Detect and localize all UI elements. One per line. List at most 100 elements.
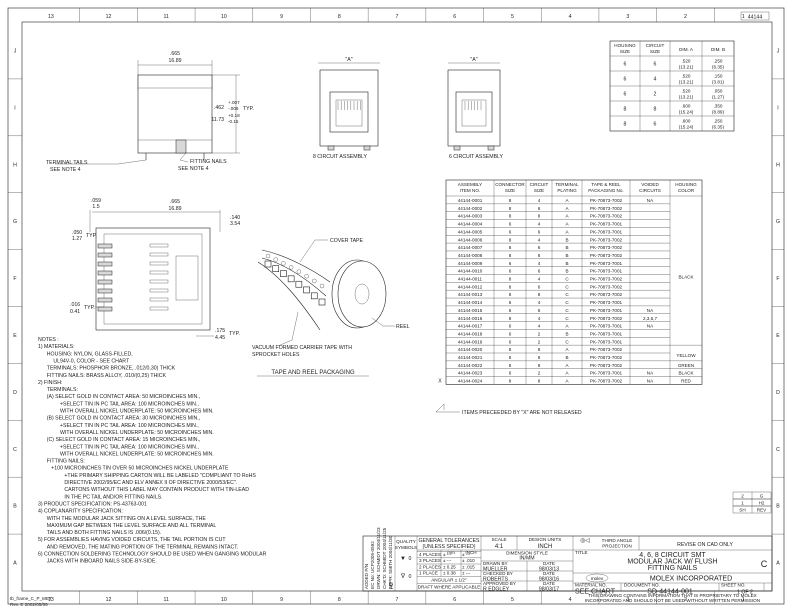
assy-table-cell: A: [565, 347, 569, 352]
assy-table-cell: 2: [538, 339, 541, 344]
zone-column-label: 1: [742, 597, 745, 603]
tolerance-places: 4 PLACES: [419, 552, 441, 557]
assy-table-cell: 44144-0005: [458, 229, 483, 234]
approval-date-label: DATE: [543, 581, 555, 586]
tape-cover-label: COVER TAPE: [330, 238, 363, 244]
dim-table-cell: 8: [624, 107, 627, 113]
dim-table-cell: 6: [654, 122, 657, 128]
tolerance-places: 1 PLACE: [419, 571, 438, 576]
note-line: JACKS WITH INBOARD NAILS SIDE-BY-SIDE.: [47, 559, 157, 565]
zone-row-label: C: [776, 447, 780, 453]
assy-table-cell: 44144-0009: [458, 261, 483, 266]
assy-table-cell: 44144-0002: [458, 206, 483, 211]
assy-table-cell: B: [565, 355, 568, 360]
zone-row-label: D: [13, 390, 17, 396]
sprocket-hole: [312, 278, 317, 284]
assy-table-cell: 44144-0007: [458, 245, 483, 250]
doc-number-tag: 44144: [748, 15, 763, 21]
dim-table-cell: (15.24): [679, 125, 694, 130]
zone-column-label: 13: [48, 14, 54, 20]
assy-table-cell: PK-70873-7001: [590, 261, 623, 266]
dim-table-cell: (1.27): [712, 95, 724, 100]
material-number: SEE CHART: [575, 589, 616, 596]
terminal-pad: [97, 306, 113, 312]
dim-table-cell: (6.35): [712, 125, 724, 130]
tolerance-places: 3 PLACES: [419, 558, 441, 563]
side-typ1: TYP.: [86, 233, 97, 239]
drawing-title: MODULAR JACK W/ FLUSH: [627, 559, 717, 566]
note-line: +SELECT TIN IN PC TAIL AREA: 100 MICROIN…: [60, 401, 199, 407]
drawing-title: FITTING NAILS: [648, 565, 698, 572]
assy-table-cell: A: [565, 371, 569, 376]
assy-table-cell: 6: [509, 339, 512, 344]
zone-column-label: 11: [164, 14, 169, 20]
dim-table-cell: .250: [714, 59, 723, 64]
assy-table-cell: 44144-0014: [458, 300, 483, 305]
assy-table-cell: PK-70873-7001: [590, 229, 623, 234]
dim-table-cell: .050: [714, 89, 723, 94]
assy-table-cell: 8: [538, 355, 541, 360]
carrier-pocket: [287, 275, 295, 283]
quality-symbol-value: 0: [409, 556, 412, 562]
assy-table-cell: 2: [538, 371, 541, 376]
assy-table-cell: 44144-0006: [458, 237, 483, 242]
assy-table-header: CIRCUITS: [639, 188, 661, 193]
zone-column-label: 2: [684, 597, 687, 603]
file-info-line1: tb_frame_C_P_MET: [10, 596, 52, 601]
caption-6-circuit: 6 CIRCUIT ASSEMBLY: [449, 154, 504, 160]
dim-table-cell: 2: [654, 92, 657, 98]
zone-row-label: H: [776, 162, 780, 168]
approval-role-label: APPROVED BY: [483, 581, 516, 586]
assy-table-cell: B: [565, 253, 568, 258]
revision-header-rev: REV: [757, 508, 767, 513]
terminal-lead: [149, 261, 169, 266]
assy-table-cell: B: [565, 237, 568, 242]
assy-table-cell: PK-70873-7002: [590, 237, 623, 242]
sprocket-hole: [273, 257, 278, 262]
assy-table-cell: 8: [509, 379, 512, 384]
assy-table-cell: B: [565, 331, 568, 336]
assy-table-cell: 6: [509, 331, 512, 336]
zone-column-label: 4: [569, 597, 572, 603]
housing-color-black: BLACK: [678, 275, 694, 280]
assy-table-cell: PK-70873-7002: [590, 214, 623, 219]
dim-table-cell: .150: [714, 74, 723, 79]
note-line: NOTES :: [38, 337, 59, 343]
assy-table-header: SIZE: [505, 188, 515, 193]
assy-table-cell: 44144-0024: [458, 379, 483, 384]
zone-row-label: I: [14, 105, 15, 111]
assy-table-cell: A: [565, 379, 569, 384]
assy-table-cell: PK-70873-7002: [590, 292, 623, 297]
top-height-typ: TYP.: [243, 106, 254, 112]
sprocket-hole: [281, 261, 286, 266]
assy-table-cell: C: [565, 308, 569, 313]
company-name: MOLEX INCORPORATED: [650, 576, 732, 583]
note-line: (B) SELECT GOLD IN CONTACT AREA: 30 MICR…: [47, 416, 200, 422]
ec-record-line: APPR: SMITH 2004/11/30: [388, 535, 393, 589]
notes-block: NOTES :1) MATERIALS:HOUSING: NYLON, GLAS…: [38, 337, 267, 565]
terminal-pad: [97, 279, 113, 285]
proprietary-notice: THIS DRAWING CONTAINS INFORMATION THAT I…: [585, 593, 760, 603]
assy-table-cell: C: [565, 284, 569, 289]
material-number-label: MATERIAL NO.: [575, 583, 607, 588]
dim-table-cell: 4: [654, 77, 657, 83]
doc-number-tag-box: [740, 11, 770, 21]
zone-column-label: 11: [164, 597, 169, 603]
dimension-style-label: DIMENSION STYLE: [506, 551, 548, 556]
design-units-value: INCH: [538, 544, 553, 550]
assy-table-cell: 6: [509, 261, 512, 266]
assy-table-cell: A: [565, 363, 569, 368]
dim-table-cell: 8: [624, 122, 627, 128]
assy-table-cell: NA: [647, 308, 654, 313]
front-view-6-circuit: "A" 6 CIRCUIT ASSEMBLY: [447, 57, 504, 160]
assy-table-cell: PK-70873-7002: [590, 363, 623, 368]
assy-table-cell: PK-70873-7002: [590, 253, 623, 258]
side-typ3: TYP.: [229, 331, 240, 337]
assy-table-cell: 6: [538, 206, 541, 211]
dim-table-cell: (6.35): [712, 65, 724, 70]
zone-column-label: 7: [396, 597, 399, 603]
note-line: TERMINALS: PHOSPHOR BRONZE, .012/0,30) T…: [47, 366, 176, 372]
assy-table-cell: 44144-0019: [458, 339, 483, 344]
zone-row-label: B: [13, 504, 17, 510]
